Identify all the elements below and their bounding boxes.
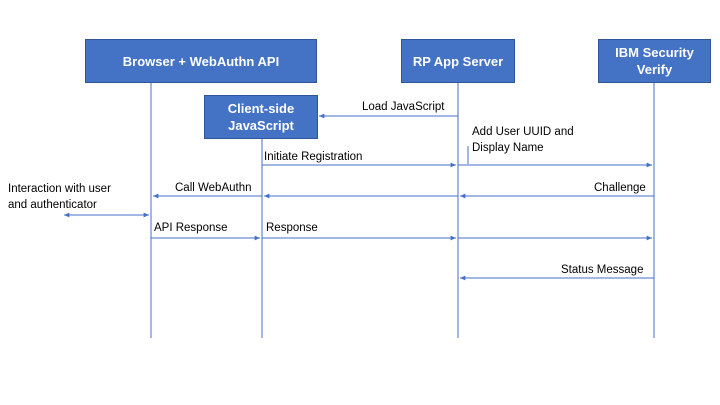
label-response: Response: [266, 222, 318, 234]
label-add-user: Add User UUID and Display Name: [472, 126, 574, 154]
label-api-response: API Response: [154, 222, 228, 234]
label-load-js: Load JavaScript: [362, 101, 445, 113]
participant-rp-server-label: RP App Server: [412, 53, 504, 69]
participant-ibm: IBM Security Verify: [598, 39, 711, 83]
participant-browser: Browser + WebAuthn API: [85, 39, 317, 83]
participant-rp-server: RP App Server: [401, 39, 515, 83]
label-initiate-registration: Initiate Registration: [264, 151, 363, 163]
label-call-webauthn: Call WebAuthn: [175, 182, 252, 194]
label-status-message: Status Message: [561, 264, 644, 276]
participant-client-js: Client-side JavaScript: [204, 95, 318, 139]
label-interaction: Interaction with user and authenticator: [8, 183, 111, 211]
participant-ibm-label: IBM Security Verify: [615, 45, 694, 77]
participant-client-js-label: Client-side JavaScript: [227, 101, 295, 133]
participant-browser-label: Browser + WebAuthn API: [122, 53, 280, 69]
label-challenge: Challenge: [594, 182, 646, 194]
